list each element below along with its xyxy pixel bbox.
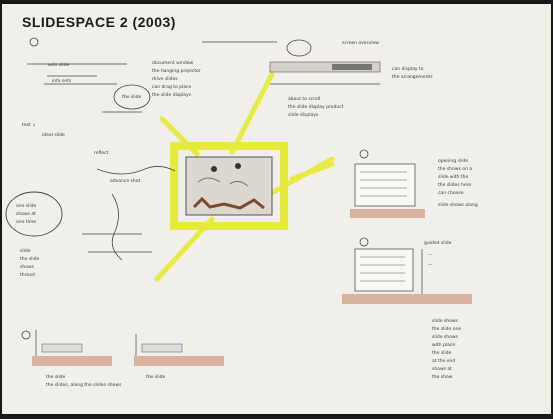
svg-text:the slide display product: the slide display product bbox=[288, 104, 344, 110]
svg-text:can drag to place: can drag to place bbox=[152, 84, 192, 90]
svg-text:the show: the show bbox=[432, 374, 453, 380]
svg-text:with place: with place bbox=[432, 342, 455, 348]
right-notes: opening slide the shows on a slide with … bbox=[432, 158, 478, 380]
svg-text:slide shows: slide shows bbox=[432, 334, 459, 340]
svg-text:can choose: can choose bbox=[438, 190, 464, 196]
svg-text:—: — bbox=[428, 253, 433, 258]
svg-text:the slide: the slide bbox=[46, 374, 66, 380]
svg-text:the arrangements: the arrangements bbox=[392, 74, 433, 80]
note-left-middle-lines bbox=[82, 166, 176, 261]
svg-text:opening slide: opening slide bbox=[438, 158, 468, 164]
svg-text:shows: shows bbox=[20, 264, 35, 270]
note-topleft bbox=[27, 37, 151, 113]
svg-text:slide shows along: slide shows along bbox=[438, 202, 478, 208]
note-left-middle: text ↓ ideal slide reflect advance shot bbox=[22, 122, 141, 184]
svg-text:at the end: at the end bbox=[432, 358, 455, 364]
svg-text:slide with the: slide with the bbox=[438, 174, 468, 180]
svg-text:the slides, along the slides s: the slides, along the slides shows bbox=[46, 382, 122, 388]
svg-text:document window: document window bbox=[152, 60, 194, 66]
svg-text:sets slide: sets slide bbox=[48, 62, 69, 68]
note-left-ellipse: one slide shows at one time slide the sl… bbox=[5, 191, 63, 278]
sketch-sheet: SLIDESPACE 2 (2003) bbox=[2, 4, 551, 414]
svg-text:the slide: the slide bbox=[146, 374, 166, 380]
page-title: SLIDESPACE 2 (2003) bbox=[22, 14, 176, 30]
svg-text:the slides here: the slides here bbox=[438, 182, 471, 188]
svg-text:can display to: can display to bbox=[392, 66, 424, 72]
svg-text:the slide: the slide bbox=[432, 350, 452, 356]
svg-text:the slide: the slide bbox=[20, 256, 40, 262]
svg-text:slide: slide bbox=[20, 248, 31, 254]
svg-text:slide shows: slide shows bbox=[432, 318, 459, 324]
svg-text:thread: thread bbox=[20, 272, 35, 278]
svg-text:one time: one time bbox=[16, 219, 36, 225]
svg-text:drive slides: drive slides bbox=[152, 76, 178, 82]
svg-text:one slide: one slide bbox=[16, 203, 37, 209]
svg-text:—: — bbox=[428, 263, 433, 268]
svg-text:the slide: the slide bbox=[122, 94, 142, 100]
svg-text:the hanging projector: the hanging projector bbox=[152, 68, 201, 74]
svg-text:screen overview: screen overview bbox=[342, 40, 379, 46]
yellow-rays bbox=[154, 71, 335, 282]
svg-text:advance shot: advance shot bbox=[110, 178, 141, 184]
right-list-1 bbox=[350, 149, 425, 218]
svg-text:the slide displays: the slide displays bbox=[152, 92, 192, 98]
right-list-2: guided slide — — bbox=[342, 237, 472, 304]
ray-up bbox=[229, 71, 275, 155]
svg-text:shows at: shows at bbox=[16, 211, 36, 217]
central-slide bbox=[170, 142, 288, 230]
svg-text:shows at: shows at bbox=[432, 366, 452, 372]
top-right-tray: about to scroll the slide display produc… bbox=[202, 39, 433, 118]
bottom-slides: the slide the slides, along the slides s… bbox=[21, 330, 224, 388]
svg-text:about to scroll: about to scroll bbox=[288, 96, 320, 102]
note-topleft-text: document window the hanging projector dr… bbox=[48, 60, 201, 100]
svg-text:ideal slide: ideal slide bbox=[42, 132, 65, 138]
svg-text:guided slide: guided slide bbox=[424, 240, 452, 246]
svg-text:the slide one: the slide one bbox=[432, 326, 461, 332]
svg-text:slide displays: slide displays bbox=[288, 112, 319, 118]
svg-text:info sets: info sets bbox=[52, 78, 72, 84]
sketch-drawing: document window the hanging projector dr… bbox=[5, 37, 478, 388]
svg-text:text ↓: text ↓ bbox=[22, 122, 36, 128]
svg-text:the shows on a: the shows on a bbox=[438, 166, 472, 172]
svg-text:reflect: reflect bbox=[94, 150, 109, 156]
